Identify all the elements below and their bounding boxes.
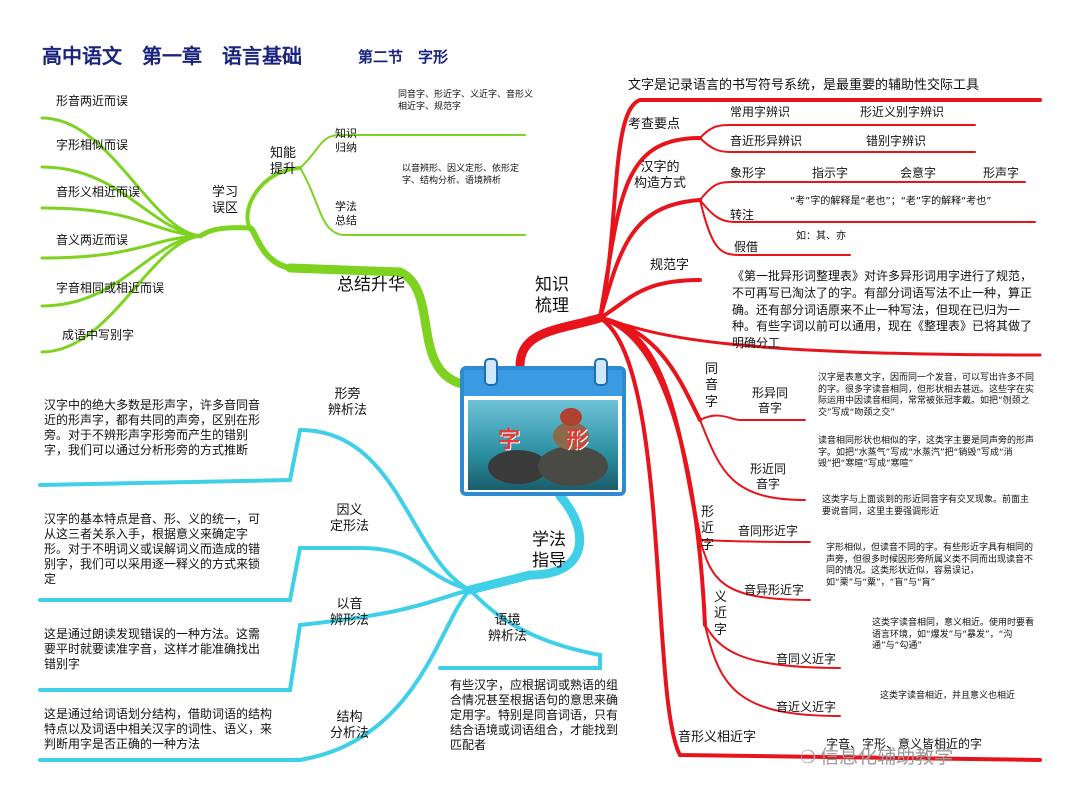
- definition-text: 文字是记录语言的书写符号系统，是最重要的辅助性交际工具: [628, 78, 980, 93]
- method-context-text: 有些汉字，应根据词或熟语的组合情况甚至根据语句的意思来确定用字。特别是同音词语，…: [450, 678, 619, 752]
- stones-photo: 字 形: [468, 400, 618, 490]
- all-similar-text: 字音、字形、意义皆相近的字: [826, 737, 983, 751]
- error-item: 音义两近而误: [56, 233, 129, 247]
- similar-shape-text: 读音相同形状也相似的字，这类字主要是同声旁的形声字。如把“水蒸气”写成“水蒸汽”…: [818, 436, 1035, 470]
- exam-item: 常用字辨识: [730, 105, 791, 119]
- same-sound-meaning-label: 音同义近字: [776, 652, 837, 666]
- calendar-ring-icon: [484, 358, 498, 386]
- error-item: 形音两近而误: [56, 94, 129, 108]
- jiajie-text: 如：其、亦: [796, 231, 846, 242]
- structure-type: 指示字: [812, 166, 849, 180]
- ability-label: 知能 提升: [270, 146, 297, 178]
- method-sound-text: 这是通过朗读发现错误的一种方法。这需要平时就要读准字音，这样才能准确找出错别字: [44, 627, 261, 671]
- error-item: 音形义相近而误: [56, 185, 141, 199]
- exam-item: 错别字辨识: [866, 134, 927, 148]
- error-item: 成语中写别字: [62, 328, 135, 342]
- calendar-ring-icon: [594, 358, 608, 386]
- diff-shape-text: 汉字是表意文字，因而同一个发音，可以写出许多不同的字。很多字读音相同，但形状相去…: [818, 373, 1035, 419]
- structure-label: 汉字的 构造方式: [634, 160, 687, 192]
- exam-item: 形近义别字辨识: [860, 105, 945, 119]
- zhuanzhu-label: 转注: [730, 208, 755, 222]
- page-subtitle: 第二节 字形: [358, 48, 449, 66]
- method-structure-text: 这是通过给词语划分结构，借助词语的结构特点以及词语中相关汉字的词性、语义，来判断…: [44, 707, 273, 751]
- method-radical-label: 形旁 辨析法: [328, 387, 368, 419]
- method-context-label: 语境 辨析法: [488, 613, 528, 645]
- all-similar-label: 音形义相近字: [678, 730, 757, 745]
- similar-label: 形 近 字: [701, 505, 715, 553]
- branch-review: 总结升华: [337, 275, 405, 295]
- wechat-icon: ❍: [800, 747, 817, 768]
- same-sound-meaning-text: 这类字读音相同，意义相近。使用时要看语言环境，如“爆发”与“暴发”，“沟通”与“…: [872, 618, 1035, 652]
- method-sound-label: 以音 辨形法: [330, 597, 370, 629]
- homophone-label: 同 音 字: [705, 362, 719, 410]
- watermark-text: 信息化辅助教学: [820, 746, 954, 768]
- branch-knowledge: 知识 梳理: [535, 275, 569, 317]
- standard-label: 规范字: [650, 258, 690, 273]
- method-summary-label: 学法 总结: [335, 200, 357, 227]
- method-summary-text: 以音辨形、因义定形、依形定字、结构分析、语境辨析: [402, 164, 520, 186]
- standard-text: 《第一批异形词整理表》对许多异形词用字进行了规范，不可再写已淘汰了的字。有部分词…: [732, 269, 1033, 351]
- structure-type: 会意字: [900, 166, 937, 180]
- errors-label: 学习 误区: [212, 185, 239, 217]
- diff-sound-similar-label: 音异形近字: [744, 583, 805, 597]
- diff-sound-similar-text: 字形相似，但读音不同的字。有些形近字具有相同的声旁，但很多时候因形旁所属义类不同…: [826, 543, 1034, 589]
- structure-type: 象形字: [730, 166, 767, 180]
- same-sound-similar-text: 这类字与上面谈到的形近同音字有交叉现象。前面主要说音同，这里主要强调形近: [822, 495, 1030, 517]
- meaning-label: 义 近 字: [714, 590, 728, 638]
- near-sound-meaning-label: 音近义近字: [776, 700, 837, 714]
- similar-shape-label: 形近同 音字: [750, 462, 787, 491]
- summary-label: 知识 归纳: [335, 127, 357, 154]
- watermark: ❍信息化辅助教学: [800, 742, 953, 769]
- central-topic-label: 字 形: [498, 428, 601, 453]
- red-branch-lines: [515, 98, 1042, 762]
- method-radical-text: 汉字中的绝大多数是形声字，许多音同音近的形声字，都有共同的声旁，区别在形旁。对于…: [44, 398, 261, 457]
- structure-type: 形声字: [983, 166, 1020, 180]
- summary-text: 同音字、形近字、义近字、音形义相近字、规范字: [398, 90, 534, 112]
- jiajie-label: 假借: [734, 240, 759, 254]
- central-topic-card: 字 形: [460, 358, 626, 496]
- method-meaning-text: 汉字的基本特点是音、形、义的统一，可从这三者关系入手，根据意义来确定字形。对于不…: [44, 512, 261, 586]
- error-item: 字形相似而误: [56, 138, 129, 152]
- page-title: 高中语文 第一章 语言基础: [42, 44, 302, 68]
- method-meaning-label: 因义 定形法: [330, 503, 370, 535]
- cyan-branch-lines: [38, 427, 602, 762]
- error-item: 字音相同或相近而误: [56, 281, 165, 295]
- branch-method: 学法 指导: [532, 530, 566, 572]
- exam-label: 考查要点: [628, 117, 681, 132]
- same-sound-similar-label: 音同形近字: [738, 524, 799, 538]
- green-branch-lines: [40, 116, 526, 389]
- zhuanzhu-text: “考”字的解释是“老也”；“老”字的解释“考也”: [790, 196, 992, 207]
- diff-shape-label: 形异同 音字: [752, 386, 789, 415]
- near-sound-meaning-text: 这类字读音相近，并且意义也相近: [880, 691, 1016, 701]
- exam-item: 音近形异辨识: [730, 134, 803, 148]
- method-structure-label: 结构 分析法: [330, 710, 370, 742]
